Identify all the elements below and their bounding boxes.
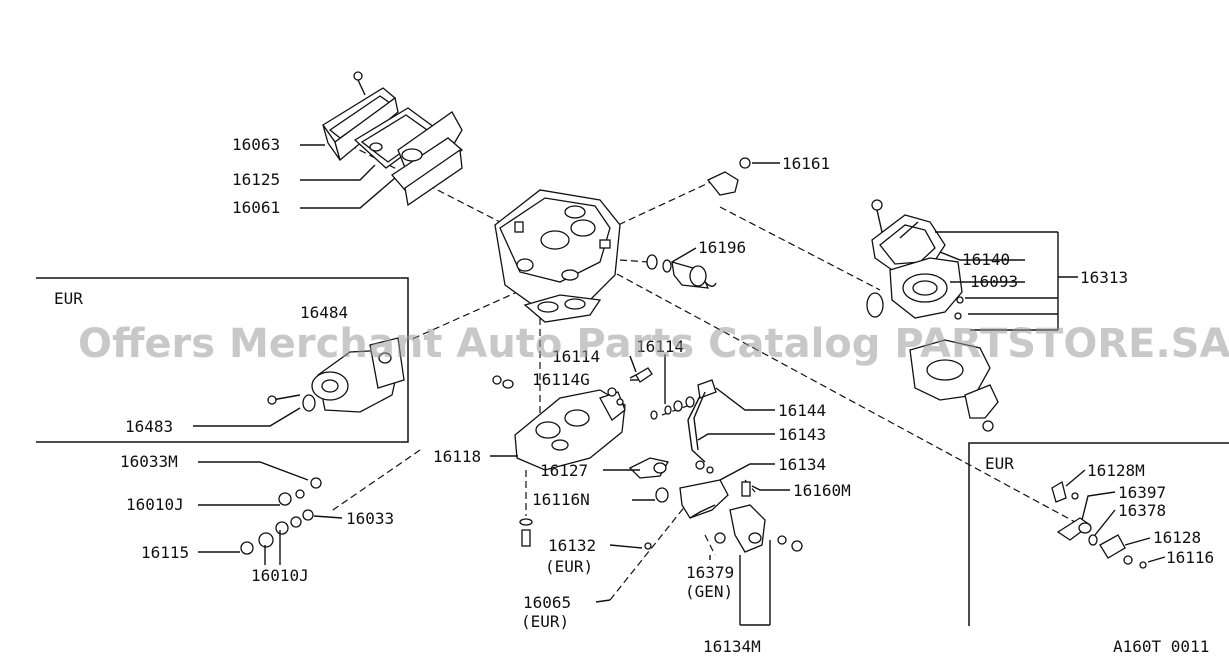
carburetor-main-body [494,189,621,323]
label-16128[interactable]: 16128 [1153,528,1201,547]
label-16033[interactable]: 16033 [346,509,394,528]
eur-dashpot-assembly [267,337,405,413]
small-bracket-16161 [706,157,751,196]
idle-adjust-screw [629,367,695,420]
label-16063[interactable]: 16063 [232,135,280,154]
label-16115[interactable]: 16115 [141,543,189,562]
label-16128m[interactable]: 16128M [1087,461,1145,480]
throttle-body [492,375,626,547]
label-16132-note: (EUR) [545,557,593,576]
label-16144[interactable]: 16144 [778,401,826,420]
fuel-cut-solenoid [646,254,717,289]
label-16065[interactable]: 16065 [523,593,571,612]
label-16065-note: (EUR) [521,612,569,631]
region-label-right-eur: EUR [985,454,1014,473]
eur-throttle-opener [1051,480,1147,569]
carburetor-top-cover [322,71,464,207]
label-16114[interactable]: 16114 [552,347,600,366]
eur-box-right-frame [968,442,1229,626]
label-16010j-a[interactable]: 16010J [126,495,184,514]
throttle-lever [714,504,803,553]
label-16114-b[interactable]: 16114 [636,337,684,356]
pump-plunger [628,457,670,503]
label-16379-note: (GEN) [685,582,733,601]
label-16378[interactable]: 16378 [1118,501,1166,520]
label-16118[interactable]: 16118 [433,447,481,466]
region-label-left-eur: EUR [54,289,83,308]
label-16379[interactable]: 16379 [686,563,734,582]
label-16033m[interactable]: 16033M [120,452,178,471]
label-16114g[interactable]: 16114G [532,370,590,389]
pump-lever-assembly [687,379,717,474]
eur-box-left-frame [36,277,409,443]
label-16127[interactable]: 16127 [540,461,588,480]
label-16161[interactable]: 16161 [782,154,830,173]
label-16484[interactable]: 16484 [300,303,348,322]
label-16196[interactable]: 16196 [698,238,746,257]
mixture-screw-set [240,477,322,555]
label-16134m[interactable]: 16134M [703,637,761,656]
label-16093[interactable]: 16093 [970,272,1018,291]
label-16125[interactable]: 16125 [232,170,280,189]
label-16116[interactable]: 16116 [1166,548,1214,567]
leader-lines [193,144,1166,626]
label-16140[interactable]: 16140 [962,250,1010,269]
label-16010j-b[interactable]: 16010J [251,566,309,585]
label-16160m[interactable]: 16160M [793,481,851,500]
label-16143[interactable]: 16143 [778,425,826,444]
label-16132[interactable]: 16132 [548,536,596,555]
label-16397[interactable]: 16397 [1118,483,1166,502]
label-16313[interactable]: 16313 [1080,268,1128,287]
label-16061[interactable]: 16061 [232,198,280,217]
choke-diaphragm-assembly [866,199,999,432]
label-16134[interactable]: 16134 [778,455,826,474]
watermark-text: Offers Merchant Auto Parts Catalog PARTS… [78,321,1229,367]
part-number-labels: 16063 16125 16061 16161 16196 16140 1609… [120,135,1214,656]
label-16483[interactable]: 16483 [125,417,173,436]
label-16116n[interactable]: 16116N [532,490,590,509]
drawing-reference: A160T 0011 [1113,637,1209,656]
